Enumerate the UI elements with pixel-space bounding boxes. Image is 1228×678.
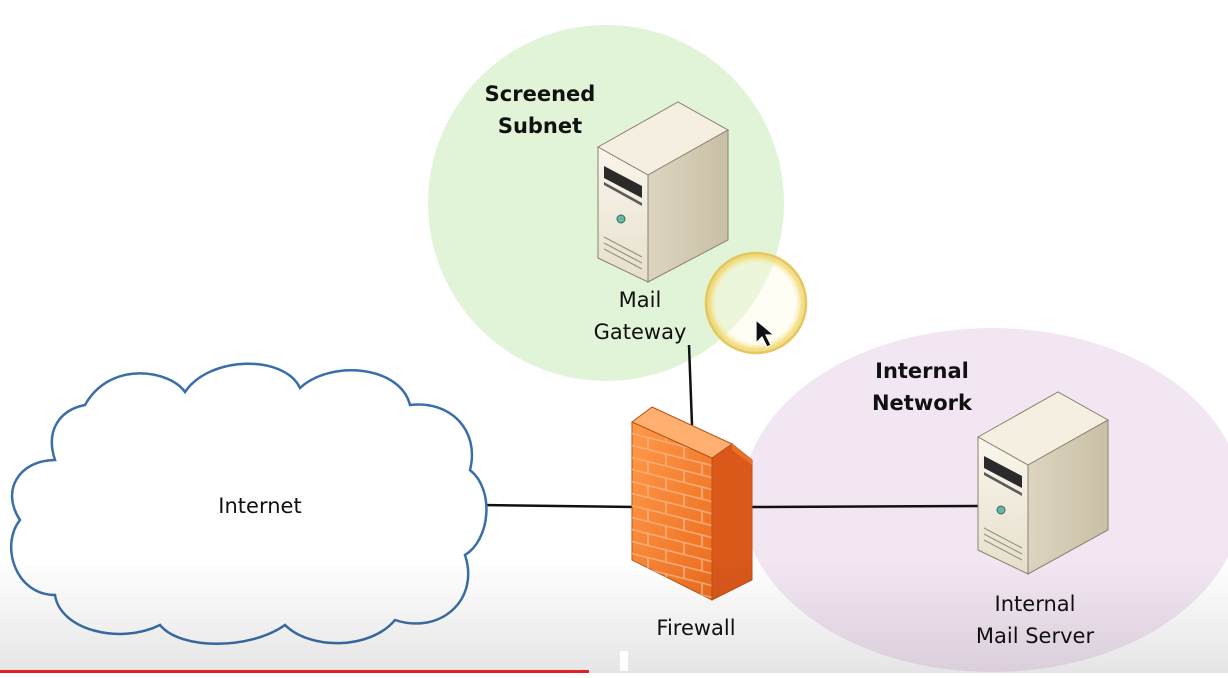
mail-gateway-server-icon (596, 101, 730, 283)
firewall-icon (631, 406, 753, 601)
mail-gateway-line2: Gateway (593, 320, 687, 344)
internet-label: Internet (218, 494, 302, 518)
screened-subnet-title: Screened Subnet (470, 78, 610, 142)
internal-mail-server-icon (976, 391, 1110, 575)
internal-mail-server-line1: Internal (994, 592, 1076, 616)
mouse-pointer-icon (755, 318, 776, 348)
internal-network-line1: Internal (875, 359, 969, 383)
screened-subnet-line2: Subnet (497, 114, 583, 138)
screened-subnet-line1: Screened (484, 82, 596, 106)
internet-cloud-icon (10, 362, 488, 645)
internal-network-title: Internal Network (852, 355, 992, 419)
link-gateway-firewall (687, 344, 694, 426)
cursor-highlight-ring (704, 251, 808, 355)
internal-mail-server-line2: Mail Server (975, 624, 1095, 648)
internal-network-line2: Network (871, 391, 972, 415)
link-internet-firewall (480, 503, 641, 509)
video-progress-bar[interactable] (0, 670, 590, 673)
firewall-label: Firewall (656, 616, 736, 640)
internal-mail-server-label: Internal Mail Server (950, 588, 1120, 652)
mail-gateway-label: Mail Gateway (570, 284, 710, 348)
video-scrubber-handle[interactable] (620, 651, 628, 671)
link-firewall-internal-server (751, 504, 979, 509)
mail-gateway-line1: Mail (618, 288, 662, 312)
